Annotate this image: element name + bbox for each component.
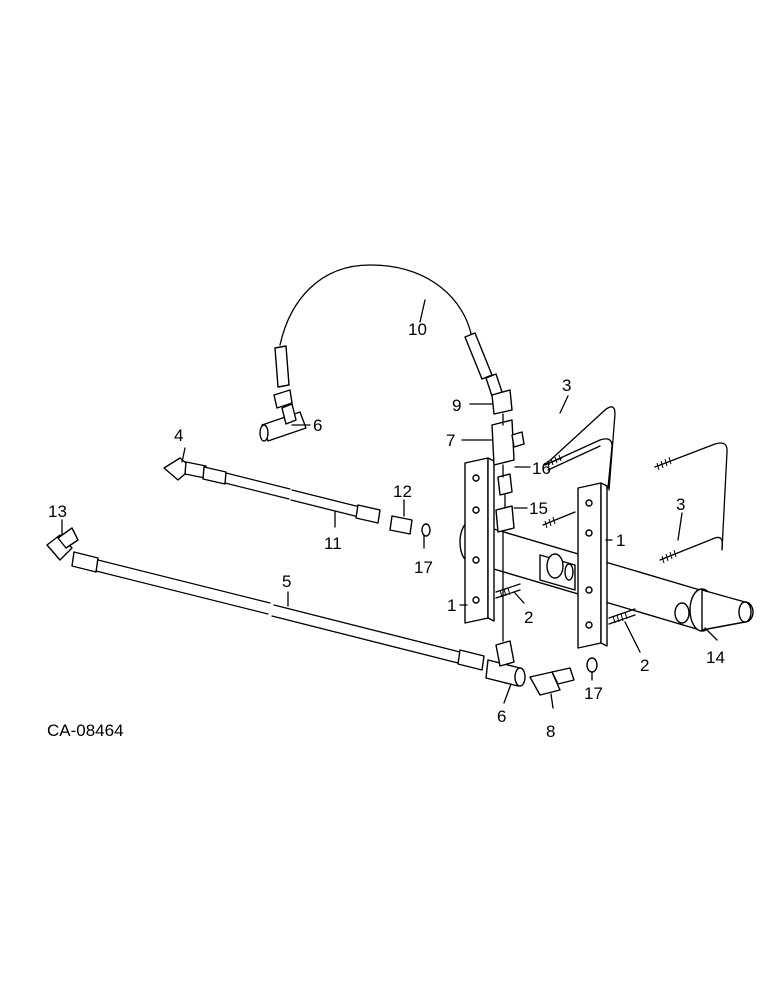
- callout-14: 14: [706, 648, 725, 667]
- callout-2-left: 2: [524, 608, 533, 627]
- callout-1-left: 1: [447, 596, 456, 615]
- pin-right: [608, 608, 636, 625]
- callout-6-upper: 6: [313, 416, 322, 435]
- mounting-bracket-left: [464, 457, 495, 624]
- u-bolt-lower: [654, 442, 728, 564]
- callout-17-left: 17: [414, 558, 433, 577]
- callout-1-right: 1: [616, 531, 625, 550]
- u-bolt-upper: [542, 406, 616, 529]
- callout-12: 12: [393, 482, 412, 501]
- hose-10: [274, 264, 503, 397]
- callout-9: 9: [452, 396, 461, 415]
- callout-16: 16: [532, 459, 551, 478]
- adapter-12: [389, 515, 431, 537]
- hose-11: [202, 466, 381, 524]
- washer-17: [586, 657, 598, 673]
- callout-6-lower: 6: [497, 707, 506, 726]
- callout-8: 8: [546, 722, 555, 741]
- elbow-8: [529, 667, 575, 696]
- callout-7: 7: [446, 431, 455, 450]
- callout-3-lower: 3: [676, 495, 685, 514]
- elbow-4: [163, 457, 207, 481]
- callout-15: 15: [529, 499, 548, 518]
- pin-left: [495, 583, 521, 599]
- figure-code: CA-08464: [47, 721, 124, 740]
- callout-11: 11: [324, 534, 342, 553]
- hose-5: [71, 551, 485, 671]
- fitting-15: [495, 494, 515, 533]
- callout-3-upper: 3: [562, 376, 571, 395]
- callout-4: 4: [174, 426, 183, 445]
- callout-13: 13: [48, 502, 67, 521]
- callout-10: 10: [408, 320, 427, 339]
- elbow-13: [46, 527, 79, 561]
- callout-17-right: 17: [584, 684, 603, 703]
- leader-lines: [61, 299, 718, 709]
- valve-block-7: [491, 413, 525, 466]
- adapter-9: [491, 389, 513, 415]
- fitting-16: [497, 464, 513, 496]
- mounting-bracket-right: [577, 482, 608, 649]
- callout-5: 5: [282, 572, 291, 591]
- tee-fitting-lower: [485, 531, 526, 687]
- callout-2-right: 2: [640, 656, 649, 675]
- tee-fitting-upper: [259, 389, 307, 442]
